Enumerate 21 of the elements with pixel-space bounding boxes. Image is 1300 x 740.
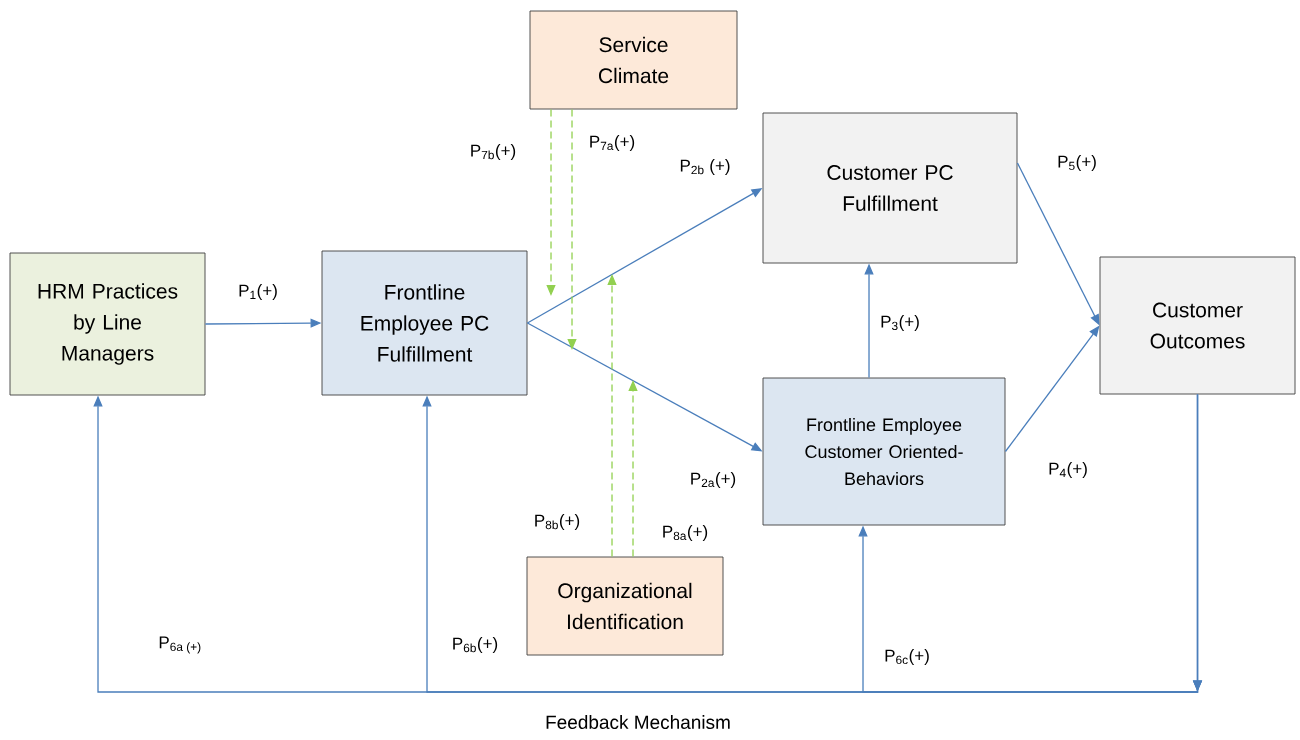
edge-label: P$_{2b}$ (+) [678,158,732,176]
process-box: Service Climate [529,10,738,110]
edge-label: P$_{6b}$(+) [450,636,500,654]
process-box: Organizational Identification [526,556,724,656]
edge-label: P$_{1}$(+) [237,283,279,301]
edge-label: P$_{7a}$(+) [587,134,637,152]
edge-label: P$_{6c}$(+) [883,648,931,666]
arrow [858,393,1203,693]
process-box: Customer Outcomes [1099,256,1296,395]
edge-label: P$_{2a}$(+) [688,471,738,489]
edge-label: P$_{5}$(+) [1056,154,1098,172]
edge-label: P$_{4}$(+) [1047,461,1089,479]
process-box: Frontline Employee PC Fulfillment [321,250,528,396]
caption-text: Feedback Mechanism [546,715,730,729]
edge-label: P$_{7b}$(+) [468,143,518,161]
process-box: Frontline Employee Customer Oriented-Behaviors [762,377,1006,526]
edge-label: P$_{8b}$(+) [532,513,582,531]
edge-label: P$_{3}$(+) [879,314,921,332]
process-box: HRM Practices by Line Managers [9,252,206,396]
process-box: Customer PC Fulfillment [762,112,1018,264]
edge-label: P$_{8a}$(+) [660,524,710,542]
